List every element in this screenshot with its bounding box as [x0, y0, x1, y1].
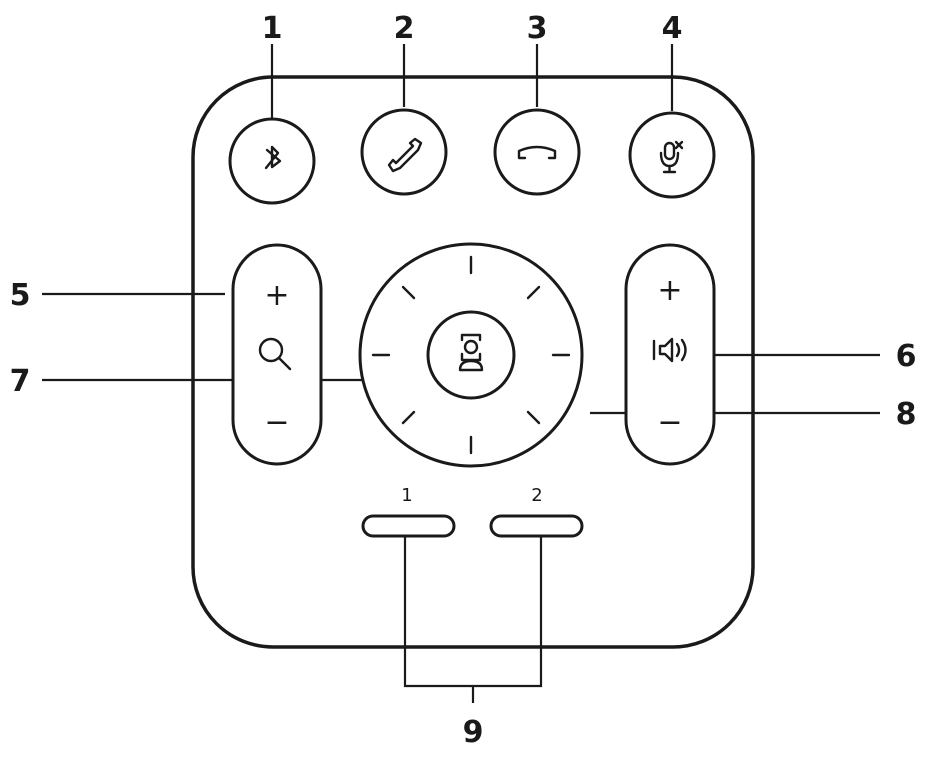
hangup-button[interactable] [493, 108, 581, 196]
callout-7: 7 [10, 364, 31, 399]
bluetooth-icon [264, 145, 282, 170]
callout-9: 9 [463, 715, 484, 750]
direction-ticks [371, 255, 571, 455]
preset-1-button[interactable] [361, 514, 456, 538]
volume-rocker[interactable]: + − [624, 243, 716, 466]
callout-4: 4 [662, 11, 683, 46]
callout-3: 3 [527, 11, 548, 46]
volume-up-label: + [657, 273, 682, 308]
zoom-in-label: + [264, 278, 289, 313]
leader-bracket-9 [403, 535, 543, 703]
speaker-icon [652, 337, 687, 363]
callout-5: 5 [10, 278, 31, 313]
callout-1: 1 [262, 11, 283, 46]
callout-8: 8 [896, 397, 917, 432]
callout-2: 2 [394, 11, 415, 46]
call-button[interactable] [360, 108, 448, 196]
phone-hangup-icon [517, 145, 557, 160]
zoom-out-label: − [264, 405, 289, 440]
zoom-rocker[interactable]: + − [231, 243, 323, 466]
camera-home-button[interactable] [426, 310, 516, 400]
magnifier-icon [258, 337, 292, 371]
phone-answer-icon [387, 137, 423, 173]
camera-home-icon [458, 333, 484, 372]
mute-button[interactable] [628, 111, 716, 199]
bluetooth-button[interactable] [228, 117, 316, 205]
preset-1-label: 1 [401, 485, 412, 506]
callout-6: 6 [896, 339, 917, 374]
preset-2-button[interactable] [489, 514, 584, 538]
volume-down-label: − [657, 405, 682, 440]
preset-2-label: 2 [531, 485, 542, 506]
mic-mute-icon [659, 140, 684, 174]
